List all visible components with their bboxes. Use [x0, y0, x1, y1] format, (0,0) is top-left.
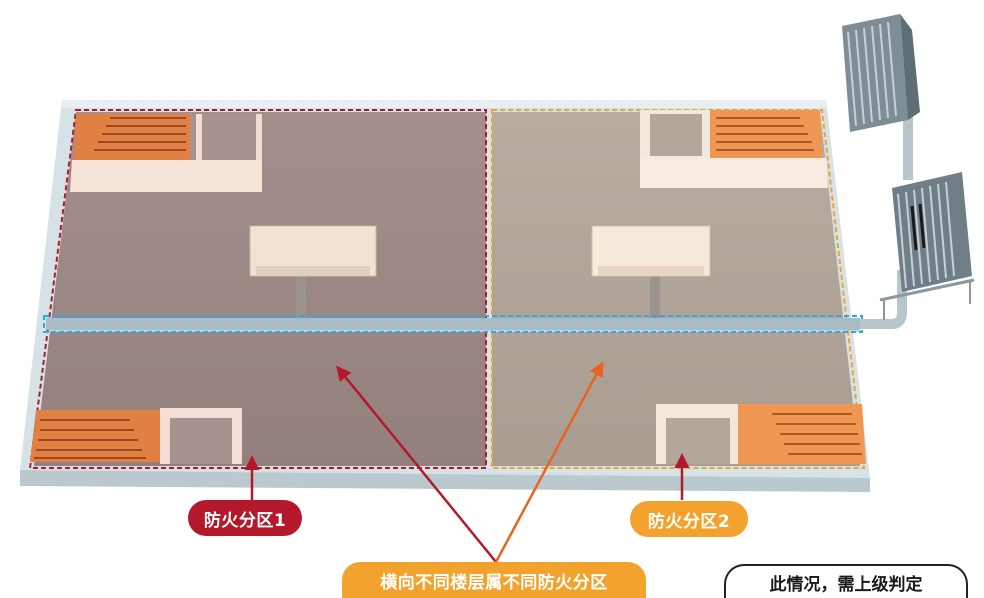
- horizontal-floors-note: 横向不同楼层属不同防火分区: [342, 562, 646, 598]
- arrow-icon: [494, 361, 604, 563]
- building-floor-plate: [20, 100, 870, 492]
- zone1-floor: [34, 112, 486, 466]
- staircase-icon: [656, 404, 866, 464]
- air-handling-unit-icon: [249, 225, 377, 320]
- staircase-icon: [30, 408, 242, 464]
- zone2-label: 防火分区2: [630, 501, 748, 537]
- judgement-note: 此情况，需上级判定: [724, 564, 968, 598]
- zone1-boundary: [28, 109, 487, 469]
- cooling-tower-icon: [842, 14, 920, 132]
- zone1-label: 防火分区1: [188, 500, 302, 536]
- duct-icon: [43, 84, 913, 333]
- staircase-icon: [640, 110, 828, 188]
- staircase-icon: [70, 114, 262, 192]
- air-handling-unit-icon: [591, 225, 711, 320]
- zone2-floor: [492, 112, 860, 466]
- fire-wall: [486, 110, 492, 468]
- arrow-icon: [336, 365, 497, 563]
- cooling-tower-icon: [879, 172, 975, 320]
